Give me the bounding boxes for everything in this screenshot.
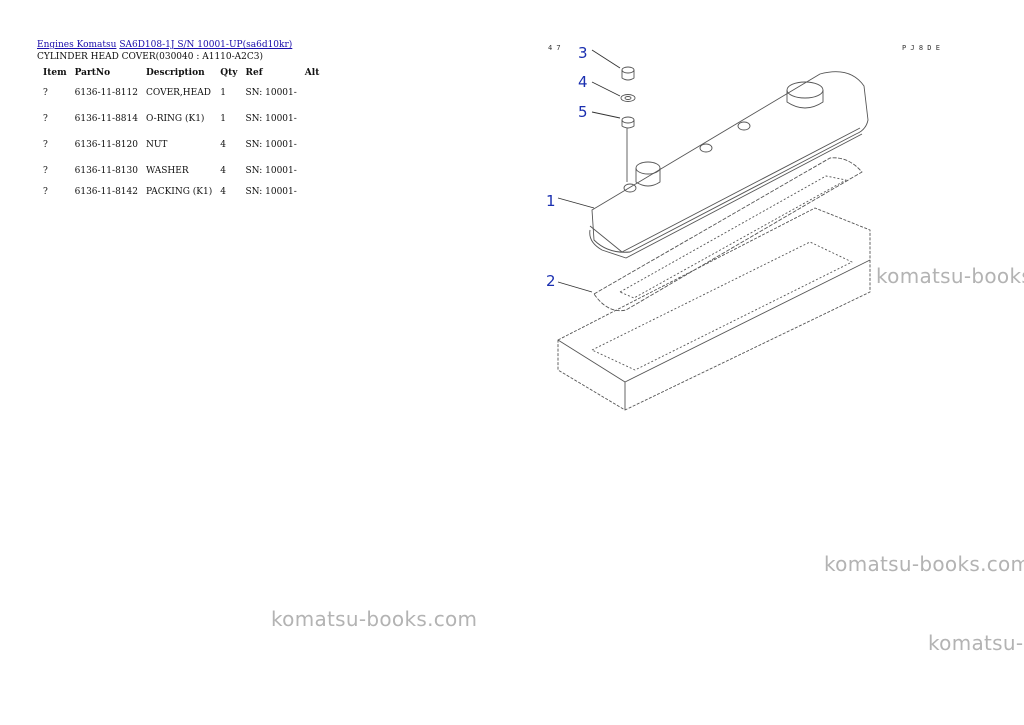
cell-alt [301,158,324,184]
table-row: ? 6136-11-8814 O-RING (K1) 1 SN: 10001- [37,106,323,132]
cell-ref: SN: 10001- [245,187,297,197]
cell-partno: 6136-11-8120 [74,140,138,150]
cell-item: ? [43,114,48,124]
callout-2: 2 [546,272,556,290]
table-row: ? 6136-11-8120 NUT 4 SN: 10001- [37,132,323,158]
breadcrumb-link-model[interactable]: SA6D108-1J S/N 10001-UP(sa6d10kr) [119,40,293,50]
header-qty: Qty [220,68,238,78]
exploded-parts-diagram: 4 7 P J 8 D E 3 4 5 1 2 [546,44,940,411]
cell-partno: 6136-11-8142 [74,187,138,197]
breadcrumb-link-engines[interactable]: Engines Komatsu [37,40,117,50]
cell-item: ? [43,140,48,150]
table-row: ? 6136-11-8130 WASHER 4 SN: 10001- [37,158,323,184]
header-alt: Alt [304,68,320,78]
cell-description: WASHER [145,166,189,176]
cell-item: ? [43,166,48,176]
cylinder-head-block [557,207,871,411]
cell-partno: 6136-11-8814 [74,114,138,124]
cell-ref: SN: 10001- [245,114,297,124]
header-item: Item [43,68,67,78]
cell-qty: 1 [220,88,226,98]
callout-1: 1 [546,192,556,210]
cell-description: PACKING (K1) [145,187,213,197]
cell-ref: SN: 10001- [245,166,297,176]
page-title: CYLINDER HEAD COVER(030040 : A1110-A2C3) [37,52,264,62]
watermark: komatsu-books.com [824,552,1024,576]
cell-alt [301,132,324,158]
cell-alt [301,184,324,200]
table-row: ? 6136-11-8142 PACKING (K1) 4 SN: 10001- [37,184,323,200]
watermark: komatsu-books.com [271,607,478,631]
cylinder-head-cover [589,71,869,259]
header-ref: Ref [245,68,263,78]
callout-5: 5 [578,103,588,121]
cell-description: O-RING (K1) [145,114,205,124]
header-partno: PartNo [74,68,111,78]
packing-gasket [593,157,863,312]
cell-alt [301,106,324,132]
parts-table: Item PartNo Description Qty Ref Alt ? 61… [37,66,323,200]
fastener-stack [620,66,636,182]
callout-3: 3 [578,44,588,62]
table-header-row: Item PartNo Description Qty Ref Alt [37,66,323,80]
watermark: komatsu-books.com [928,631,1024,655]
cell-partno: 6136-11-8130 [74,166,138,176]
callout-leaders [557,49,621,293]
cell-qty: 4 [220,187,226,197]
watermark: komatsu-books.com [876,264,1024,288]
cell-alt [301,80,324,106]
cell-description: COVER,HEAD [145,88,211,98]
cell-ref: SN: 10001- [245,88,297,98]
cell-item: ? [43,88,48,98]
cell-partno: 6136-11-8112 [74,88,138,98]
cell-qty: 4 [220,166,226,176]
breadcrumb: Engines Komatsu SA6D108-1J S/N 10001-UP(… [37,40,292,51]
diagram-code-right: P J 8 D E [902,44,940,52]
cell-ref: SN: 10001- [245,140,297,150]
cell-description: NUT [145,140,168,150]
cell-qty: 4 [220,140,226,150]
callout-4: 4 [578,73,588,91]
cell-item: ? [43,187,48,197]
table-row: ? 6136-11-8112 COVER,HEAD 1 SN: 10001- [37,80,323,106]
diagram-code-left: 4 7 [548,44,561,52]
header-description: Description [145,68,205,78]
cell-qty: 1 [220,114,226,124]
